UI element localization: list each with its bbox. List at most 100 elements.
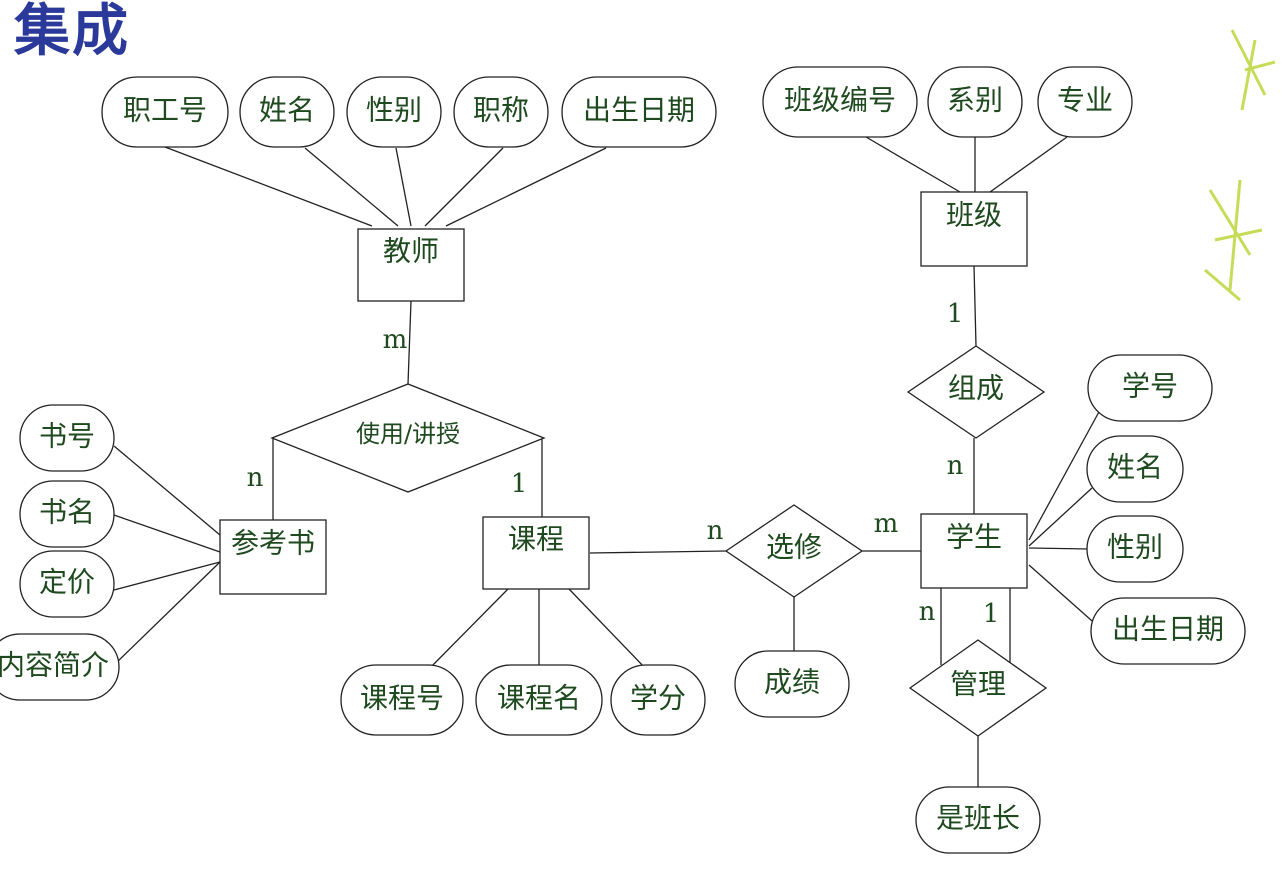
attribute-label: 内容简介 [0, 649, 109, 682]
attribute-b_intro: 内容简介 [0, 633, 120, 701]
attribute-oval [1086, 515, 1184, 583]
attribute-t_name: 姓名 [239, 76, 335, 148]
attribute-oval [19, 480, 115, 548]
relationship-compose: 组成 [906, 345, 1046, 439]
entity-book: 参考书 [219, 519, 327, 595]
relationship-label: 使用/讲授 [356, 420, 460, 448]
connector-line [164, 146, 373, 227]
attribute-oval [1087, 354, 1213, 422]
cardinality-manage_n: n [919, 597, 936, 627]
attribute-t_birth: 出生日期 [561, 76, 717, 148]
entity-box [920, 513, 1028, 589]
attribute-is_monitor: 是班长 [915, 786, 1041, 854]
attribute-oval [1090, 597, 1246, 665]
attribute-b_no: 书号 [19, 404, 115, 472]
attribute-oval [734, 650, 850, 718]
attribute-t_sex: 性别 [346, 76, 442, 148]
attribute-label: 成绩 [764, 666, 820, 699]
attribute-b_name: 书名 [19, 480, 115, 548]
connector-line [113, 561, 221, 666]
connector-line [1028, 487, 1093, 547]
attribute-b_price: 定价 [19, 550, 115, 618]
attribute-oval [101, 76, 229, 148]
attribute-c_major: 专业 [1037, 66, 1133, 138]
cardinality-student_compose: n [947, 451, 964, 481]
attribute-oval [561, 76, 717, 148]
attribute-label: 班级编号 [784, 84, 896, 117]
attribute-oval [0, 633, 120, 701]
entity-box [920, 191, 1028, 267]
attribute-s_no: 学号 [1087, 354, 1213, 422]
attribute-label: 专业 [1057, 84, 1113, 117]
attribute-co_no: 课程号 [340, 664, 464, 736]
attribute-label: 职工号 [123, 94, 207, 127]
attribute-co_credit: 学分 [610, 664, 706, 736]
connector-line [589, 550, 727, 554]
cardinality-course_elective: n [707, 516, 724, 546]
connector-line [445, 147, 607, 227]
entity-label: 参考书 [231, 527, 315, 560]
attribute-label: 出生日期 [1112, 613, 1224, 646]
connector-line [568, 588, 648, 671]
attribute-oval [475, 664, 603, 736]
connector-line [395, 147, 412, 227]
attribute-oval [927, 66, 1023, 138]
slide-title: 集成 [14, 0, 130, 64]
attribute-label: 课程名 [497, 682, 581, 715]
cardinality-student_elective: m [874, 509, 899, 539]
attribute-oval [239, 76, 335, 148]
attribute-label: 性别 [366, 94, 422, 127]
entity-course: 课程 [482, 516, 590, 590]
connector-line [1028, 564, 1101, 629]
relationship-label: 组成 [948, 372, 1004, 405]
attribute-oval [1086, 435, 1184, 503]
entity-teacher: 教师 [357, 228, 465, 302]
attribute-label: 书名 [39, 496, 95, 529]
attribute-s_sex: 性别 [1086, 515, 1184, 583]
connector-line [427, 588, 509, 671]
connector-line [113, 445, 221, 536]
cardinality-book_use: n [247, 463, 264, 493]
connector-line [989, 136, 1068, 193]
entity-box [219, 519, 327, 595]
entity-label: 课程 [508, 523, 564, 556]
connector-line [424, 147, 504, 227]
entity-student: 学生 [920, 513, 1028, 589]
attribute-oval [915, 786, 1041, 854]
attribute-grade: 成绩 [734, 650, 850, 718]
entity-label: 学生 [946, 521, 1002, 554]
connector-line [407, 300, 412, 385]
cardinality-teacher_use: m [383, 325, 408, 355]
connector-line [973, 265, 977, 347]
attribute-oval [19, 404, 115, 472]
attribute-label: 书号 [39, 420, 95, 453]
attribute-s_birth: 出生日期 [1090, 597, 1246, 665]
connector-line [113, 561, 221, 591]
entity-class: 班级 [920, 191, 1028, 267]
attribute-c_no: 班级编号 [762, 66, 918, 138]
connector-line [113, 514, 221, 553]
entity-label: 班级 [946, 199, 1002, 232]
cardinality-class_compose: 1 [947, 299, 964, 329]
attribute-oval [19, 550, 115, 618]
attribute-oval [762, 66, 918, 138]
attribute-oval [1037, 66, 1133, 138]
attribute-label: 学号 [1122, 370, 1178, 403]
relationship-label: 选修 [766, 531, 822, 564]
relationship-diamond [906, 345, 1046, 439]
connector-line [865, 136, 961, 193]
cardinality-manage_1: 1 [983, 599, 1000, 629]
attribute-label: 性别 [1107, 531, 1163, 564]
relationship-label: 管理 [950, 668, 1006, 701]
attribute-c_dept: 系别 [927, 66, 1023, 138]
attribute-t_id: 职工号 [101, 76, 229, 148]
attribute-label: 课程号 [360, 682, 444, 715]
attribute-label: 是班长 [936, 802, 1020, 835]
connector-line [1028, 547, 1091, 550]
entity-box [357, 228, 465, 302]
entity-box [482, 516, 590, 590]
relationship-manage: 管理 [908, 639, 1048, 737]
attribute-t_title: 职称 [453, 76, 549, 148]
attribute-label: 姓名 [1107, 451, 1163, 484]
